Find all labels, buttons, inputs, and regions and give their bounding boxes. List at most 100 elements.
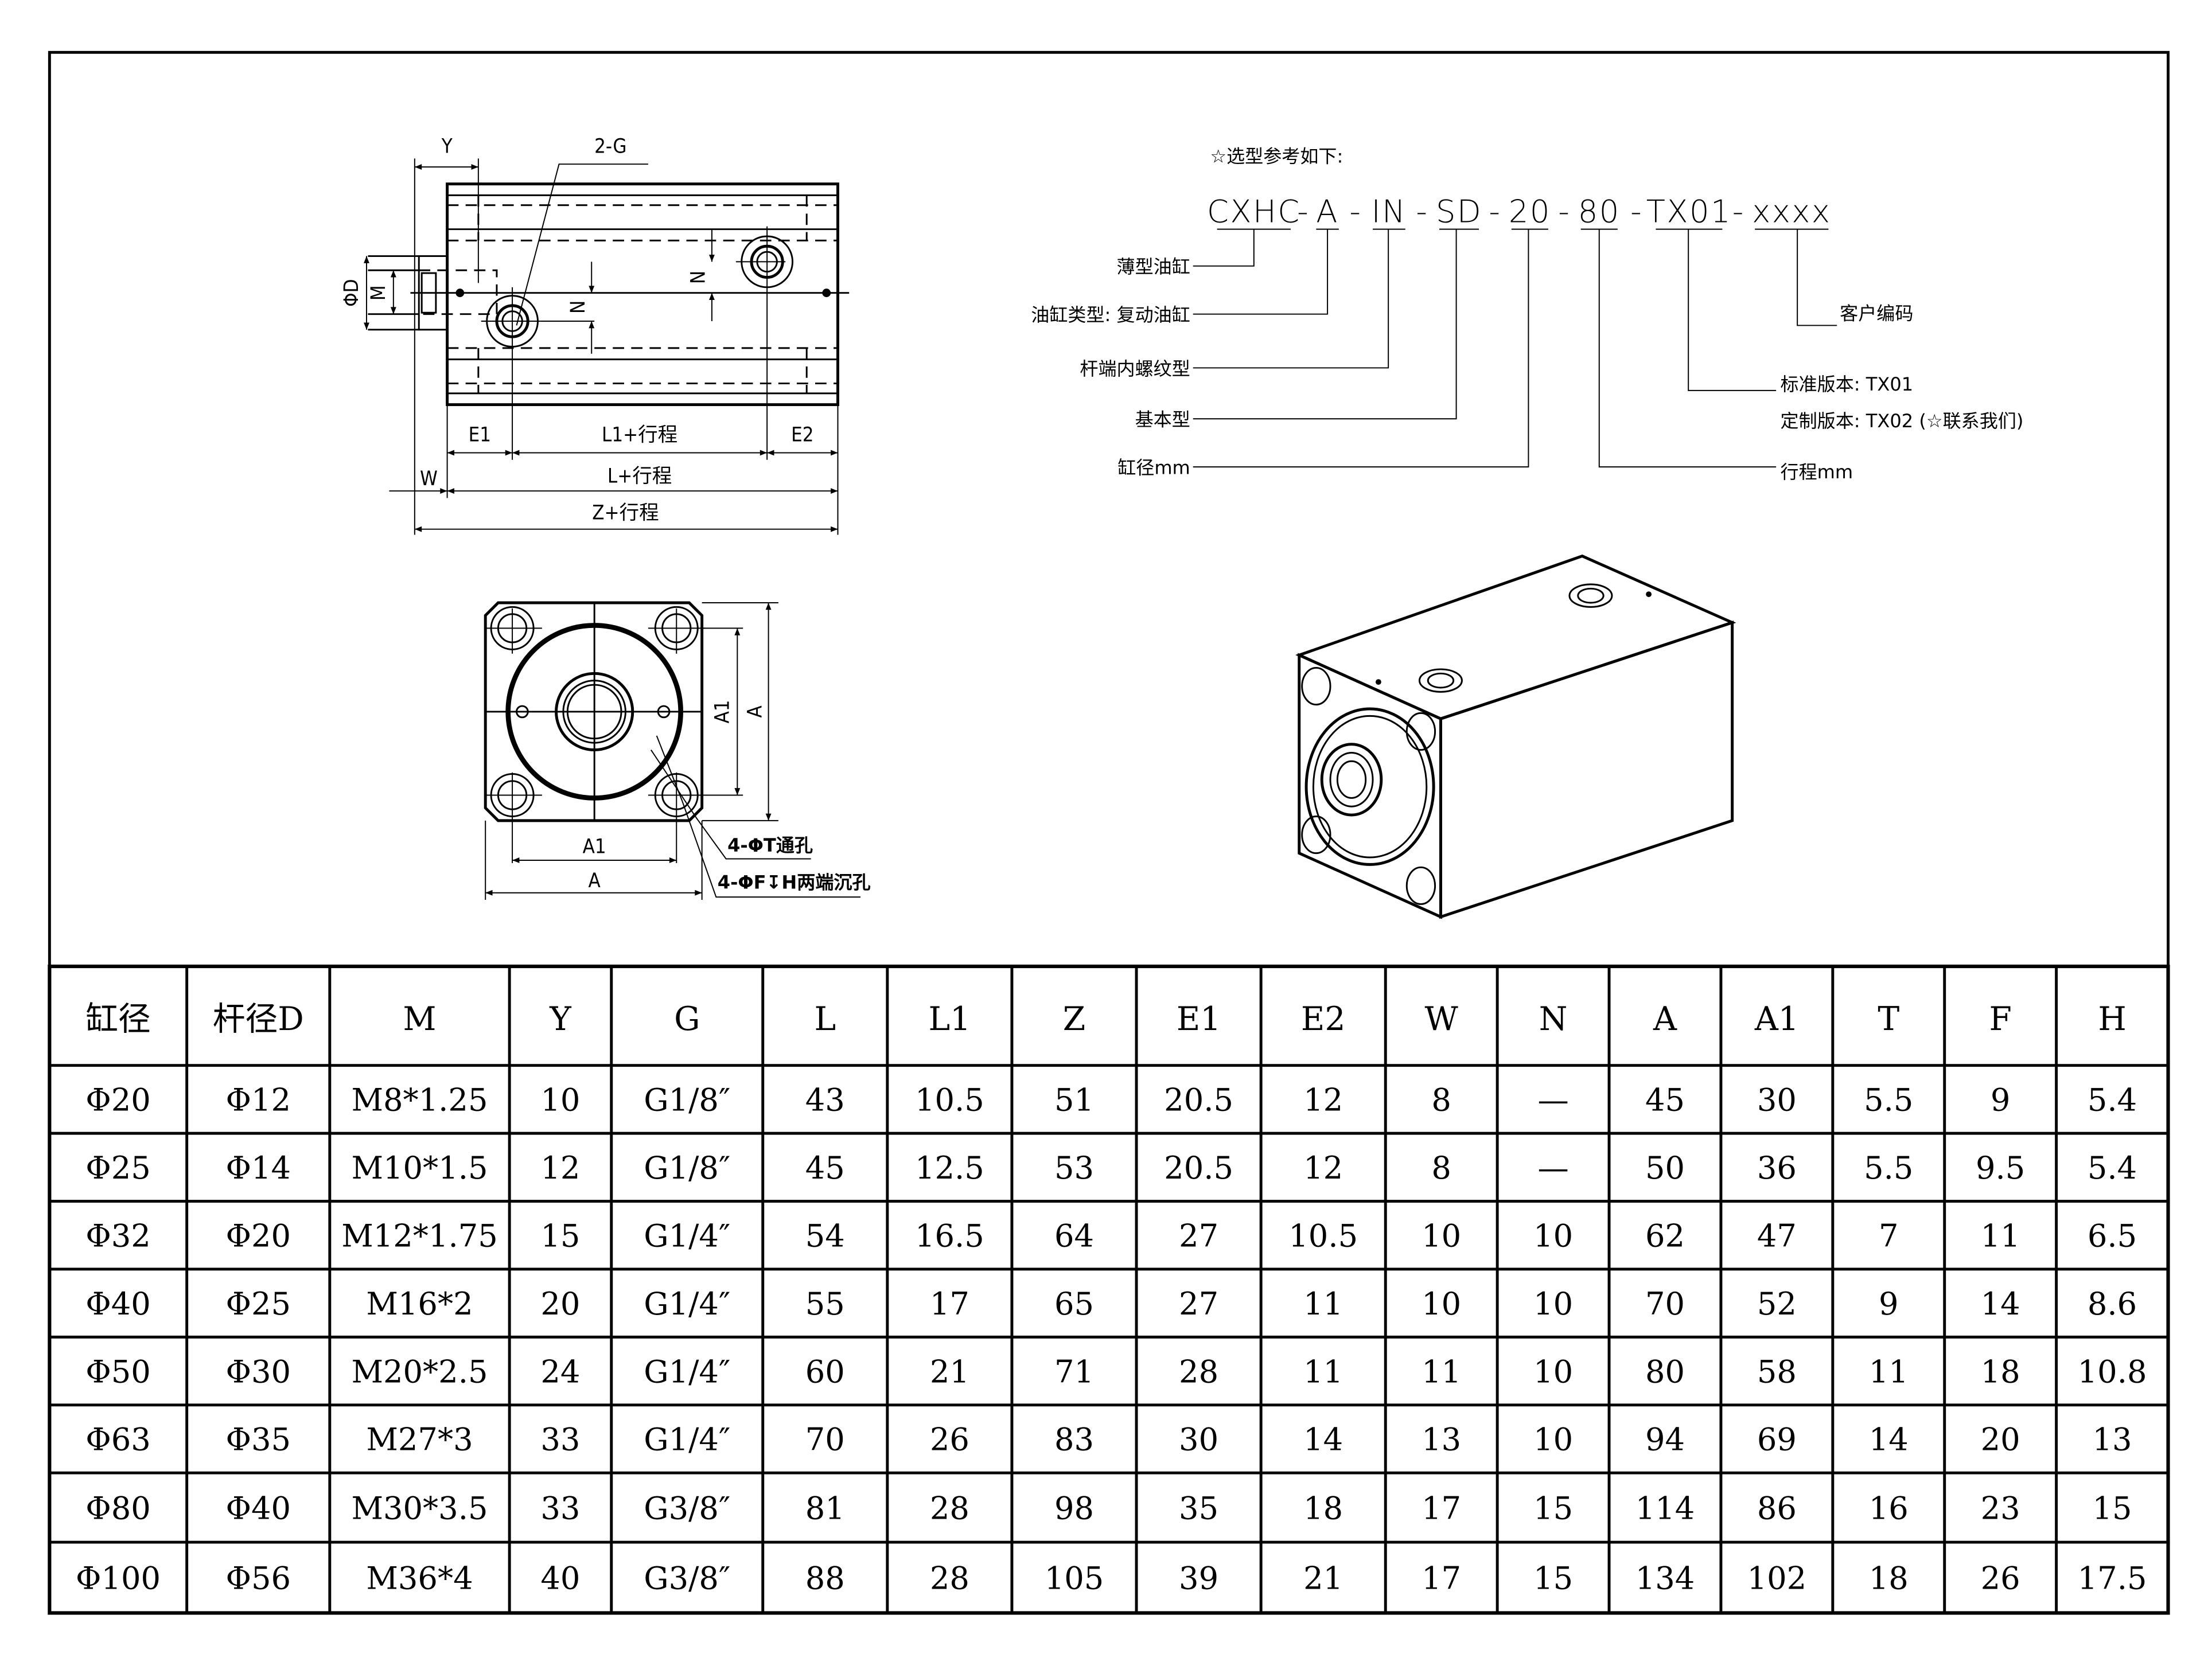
table-cell: 8.6	[2088, 1286, 2137, 1322]
table-cell: 50	[1645, 1150, 1685, 1186]
table-cell: 30	[1179, 1422, 1218, 1458]
label-m: M	[367, 285, 390, 301]
table-cell: Φ20	[85, 1082, 151, 1118]
table-cell: 21	[1303, 1561, 1343, 1597]
table-header-cell: 杆径D	[213, 1000, 304, 1038]
table-header-cell: 缸径	[85, 1000, 150, 1038]
table-cell: 10.8	[2078, 1353, 2147, 1390]
table-cell: 40	[540, 1561, 580, 1597]
model-code-legend: ☆选型参考如下: CXHC-A-IN-SD-20-80-TX01-xxxx 薄型…	[1031, 146, 2023, 483]
model-code-segment: A	[1316, 193, 1339, 229]
table-cell: 20	[1981, 1422, 2020, 1458]
label-n-right: N	[687, 271, 710, 284]
table-cell: G1/4″	[644, 1422, 730, 1458]
table-header-cell: W	[1425, 1000, 1459, 1038]
table-cell: Φ40	[85, 1286, 151, 1322]
table-cell: 11	[1869, 1353, 1909, 1390]
table-cell: 86	[1757, 1490, 1797, 1526]
table-cell: 105	[1045, 1561, 1104, 1597]
note-through-hole: 4-ΦT通孔	[727, 834, 813, 856]
table-cell: 8	[1431, 1150, 1451, 1186]
model-code-separator: -	[1349, 193, 1362, 229]
table-cell: Φ25	[225, 1286, 291, 1322]
table-cell: 94	[1645, 1422, 1685, 1458]
table-cell: Φ30	[225, 1353, 291, 1390]
label-a-vertical: A	[743, 705, 766, 717]
table-cell: 16	[1869, 1490, 1909, 1526]
model-code-segment: xxxx	[1752, 193, 1831, 229]
table-cell: 12	[1303, 1082, 1343, 1118]
table-cell: 71	[1054, 1353, 1094, 1390]
table-header-cell: F	[1989, 1000, 2011, 1038]
table-cell: 20.5	[1164, 1150, 1233, 1186]
table-cell: 88	[805, 1561, 845, 1597]
label-l: L+行程	[607, 465, 672, 487]
front-view: A1 A A1 A 4-ΦT通孔 4-ΦF↧H两端沉孔	[484, 601, 871, 900]
model-code-separator: -	[1732, 193, 1745, 229]
table-cell: 70	[1645, 1286, 1685, 1322]
table-cell: 5.4	[2088, 1082, 2137, 1118]
model-code-segment: SD	[1436, 193, 1482, 229]
table-header-cell: E2	[1301, 1000, 1346, 1038]
table-cell: Φ100	[76, 1561, 161, 1597]
table-cell: 15	[2093, 1490, 2132, 1526]
table-cell: Φ20	[225, 1218, 291, 1254]
table-cell: 20.5	[1164, 1082, 1233, 1118]
table-cell: 21	[930, 1353, 969, 1390]
model-code-separator: -	[1297, 193, 1310, 229]
table-cell: 55	[805, 1286, 845, 1322]
model-code-separator: -	[1558, 193, 1571, 229]
label-z: Z+行程	[592, 501, 659, 524]
table-header-cell: Z	[1063, 1000, 1085, 1038]
table-cell: 69	[1757, 1422, 1797, 1458]
table-header-cell: L	[814, 1000, 836, 1038]
table-cell: 13	[2093, 1422, 2132, 1458]
table-cell: 12	[1303, 1150, 1343, 1186]
note-counterbore: 4-ΦF↧H两端沉孔	[718, 871, 871, 893]
table-cell: G3/8″	[644, 1561, 730, 1597]
table-cell: 9	[1879, 1286, 1899, 1322]
label-a1-vertical: A1	[711, 700, 734, 723]
table-cell: G3/8″	[644, 1490, 730, 1526]
table-header-cell: L1	[929, 1000, 971, 1038]
table-cell: 43	[805, 1082, 845, 1118]
table-cell: 26	[930, 1422, 969, 1458]
table-cell: Φ63	[85, 1422, 151, 1458]
table-cell: G1/4″	[644, 1353, 730, 1390]
table-cell: Φ14	[225, 1150, 291, 1186]
table-cell: M16*2	[366, 1286, 473, 1322]
table-cell: 12.5	[915, 1150, 984, 1186]
table-cell: 5.5	[1864, 1150, 1913, 1186]
table-cell: 18	[1981, 1353, 2020, 1390]
table-cell: 51	[1054, 1082, 1094, 1118]
table-cell: 102	[1747, 1561, 1807, 1597]
table-cell: 10	[1422, 1286, 1461, 1322]
table-cell: 81	[805, 1490, 845, 1526]
table-cell: 9	[1991, 1082, 2011, 1118]
table-cell: 60	[805, 1353, 845, 1390]
table-cell: 28	[930, 1490, 969, 1526]
table-cell: 11	[1303, 1286, 1343, 1322]
table-header-cell: G	[674, 1000, 700, 1038]
table-cell: 17.5	[2078, 1561, 2147, 1597]
table-cell: 10	[1533, 1353, 1573, 1390]
table-cell: 10	[540, 1082, 580, 1118]
table-cell: 12	[540, 1150, 580, 1186]
label-n-left: N	[567, 301, 590, 314]
table-cell: 14	[1869, 1422, 1909, 1458]
table-cell: 70	[805, 1422, 845, 1458]
table-cell: 15	[1533, 1561, 1573, 1597]
table-header-cell: N	[1539, 1000, 1568, 1038]
table-cell: —	[1537, 1082, 1568, 1118]
table-cell: Φ35	[225, 1422, 291, 1458]
table-cell: Φ25	[85, 1150, 151, 1186]
table-cell: Φ12	[225, 1082, 291, 1118]
table-cell: G1/8″	[644, 1082, 730, 1118]
mounting-holes	[485, 606, 705, 863]
table-cell: 15	[540, 1218, 580, 1254]
table-header-cell: M	[403, 1000, 436, 1038]
table-cell: 17	[1422, 1561, 1461, 1597]
table-cell: 33	[540, 1422, 580, 1458]
label-a1-horizontal: A1	[583, 836, 606, 859]
